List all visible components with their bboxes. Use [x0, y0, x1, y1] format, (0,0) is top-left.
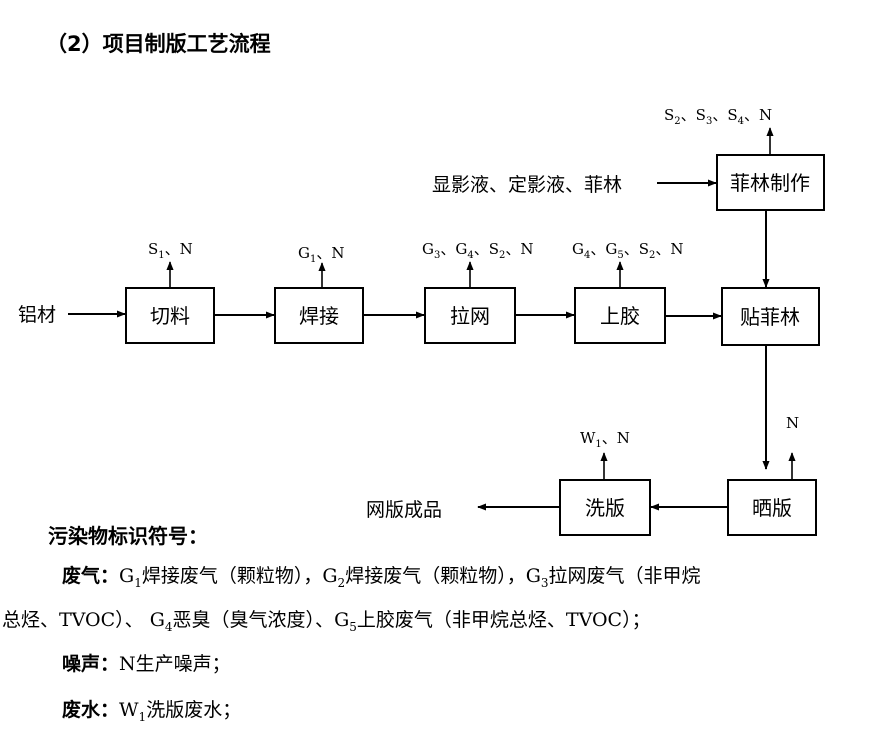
emission-mesh-text: G3、G4、S2、N [422, 240, 534, 261]
legend-gas-line-2: 总烃、TVOC）、 G4恶臭（臭气浓度）、G5上胶废气（非甲烷总烃、TVOC）； [2, 607, 651, 640]
box-mesh-label: 拉网 [450, 304, 490, 328]
emission-label-weld: G1、N [298, 242, 345, 265]
legend-noise-label: 噪声： [62, 653, 120, 675]
emission-cut-text: S1、N [148, 240, 193, 261]
box-film-stick [721, 287, 820, 346]
box-mesh [424, 287, 516, 344]
legend-noise-text: N生产噪声； [119, 653, 231, 675]
legend-gas-line-1: 废气：G1焊接废气（颗粒物），G2焊接废气（颗粒物），G3拉网废气（非甲烷 [62, 563, 701, 596]
emission-label-mesh: G3、G4、S2、N [422, 238, 534, 261]
emission-glue-text: G4、G5、S2、N [572, 240, 684, 261]
emission-wash-text: W1、N [580, 429, 630, 450]
output-label: 网版成品 [366, 499, 442, 521]
legend-gas-label: 废气： [62, 565, 120, 587]
emission-label-expose: N [786, 414, 799, 432]
emission-label-cut: S1、N [148, 238, 193, 261]
emission-expose-text: N [786, 414, 800, 432]
section-title: （2）项目制版工艺流程 [46, 32, 271, 56]
box-weld-label: 焊接 [299, 304, 339, 328]
box-glue-label: 上胶 [600, 304, 640, 328]
box-film-stick-label: 贴菲林 [740, 305, 800, 329]
box-cut-label: 切料 [150, 304, 190, 328]
emission-label-glue: G4、G5、S2、N [572, 238, 684, 261]
emission-label-wash: W1、N [580, 427, 630, 450]
input-developer-label: 显影液、定影液、菲林 [432, 174, 622, 196]
emission-label-film-make: S2、S3、S4、N [664, 104, 772, 127]
emission-film-make-text: S2、S3、S4、N [664, 106, 773, 127]
input-aluminum-label: 铝材 [18, 304, 56, 326]
legend-title: 污染物标识符号： [48, 524, 208, 548]
box-film-make [716, 154, 825, 211]
box-expose-label: 晒版 [752, 496, 792, 520]
box-expose [727, 479, 817, 536]
emission-weld-text: G1、N [298, 244, 345, 265]
legend-gas-text-1: G1焊接废气（颗粒物），G2焊接废气（颗粒物），G3拉网废气（非甲烷 [119, 565, 701, 590]
legend-water-text: W1洗版废水； [119, 699, 242, 724]
box-glue [574, 287, 666, 344]
box-cut [125, 287, 215, 344]
legend-water-line: 废水：W1洗版废水； [62, 697, 241, 730]
legend-noise-line: 噪声：N生产噪声； [62, 651, 231, 677]
box-film-make-label: 菲林制作 [730, 171, 810, 195]
legend-water-label: 废水： [62, 699, 120, 721]
legend-gas-text-2: 总烃、TVOC）、 G4恶臭（臭气浓度）、G5上胶废气（非甲烷总烃、TVOC）； [2, 609, 651, 634]
box-wash-label: 洗版 [585, 496, 625, 520]
box-weld [274, 287, 364, 344]
